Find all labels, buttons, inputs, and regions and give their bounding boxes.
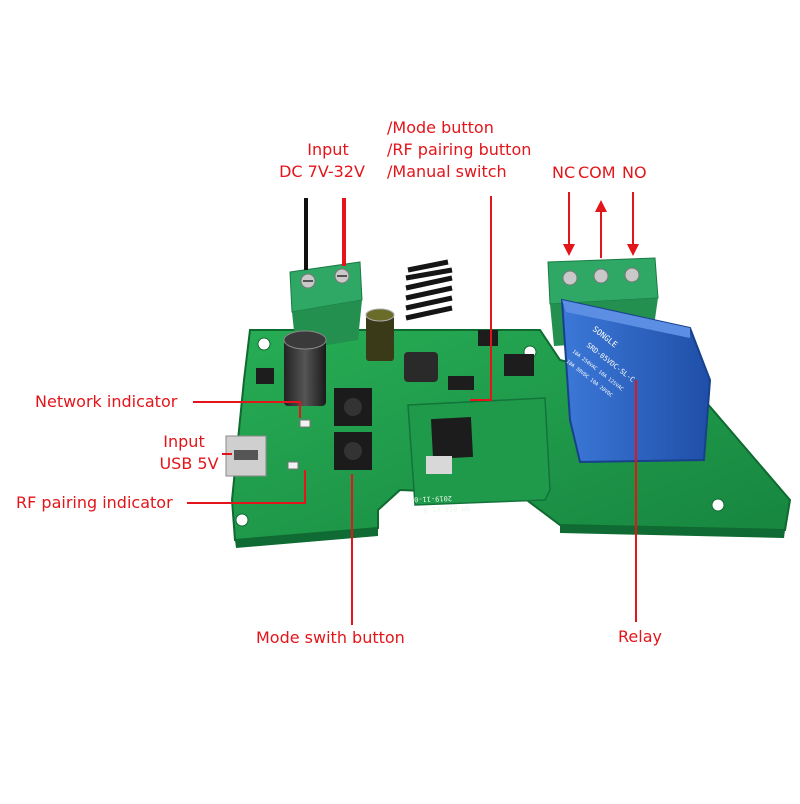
annotation-lines bbox=[187, 192, 639, 625]
ic-chip bbox=[478, 330, 498, 346]
mode-button-label: /Mode button bbox=[387, 118, 494, 137]
large-capacitor bbox=[283, 330, 327, 406]
inductor bbox=[404, 352, 438, 382]
mode-switch-button-label: Mode swith button bbox=[256, 628, 405, 647]
input-usb-label-line1: Input bbox=[163, 432, 205, 451]
network-led bbox=[299, 419, 311, 428]
regulator-chip bbox=[256, 368, 274, 384]
antenna-coil bbox=[405, 259, 453, 321]
input-usb-label-line2: USB 5V bbox=[159, 454, 219, 473]
input-dc-label-line2: DC 7V-32V bbox=[279, 162, 365, 181]
network-indicator-label: Network indicator bbox=[35, 392, 178, 411]
no-label: NO bbox=[622, 163, 647, 182]
micro-usb-port bbox=[225, 435, 267, 477]
ic-chip bbox=[504, 354, 534, 376]
small-capacitor bbox=[365, 308, 395, 361]
wifi-module: 2019-11-08 SM-015 V1.0 bbox=[407, 397, 551, 514]
ic-chip bbox=[448, 376, 474, 390]
com-label: COM bbox=[578, 163, 616, 182]
nc-label: NC bbox=[552, 163, 576, 182]
relay-label: Relay bbox=[618, 627, 662, 646]
rf-pairing-led bbox=[287, 461, 299, 470]
module-model-mark: SM-015 V1.0 bbox=[424, 504, 471, 514]
manual-switch-label: /Manual switch bbox=[387, 162, 507, 181]
module-date-mark: 2019-11-08 bbox=[410, 494, 452, 503]
rf-pairing-indicator-label: RF pairing indicator bbox=[16, 493, 173, 512]
rf-pairing-button-label: /RF pairing button bbox=[387, 140, 532, 159]
input-dc-label-line1: Input bbox=[307, 140, 349, 159]
tactile-buttons bbox=[334, 388, 372, 470]
